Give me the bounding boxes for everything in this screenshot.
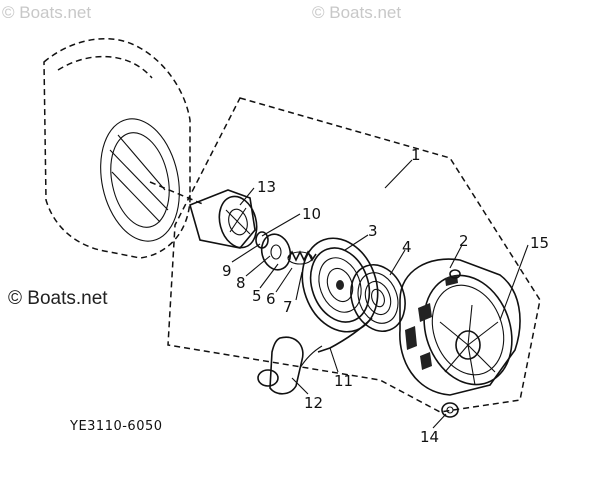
- callout-8: 8: [236, 274, 246, 292]
- part-2-starter-case: [399, 258, 521, 396]
- callout-5: 5: [252, 287, 262, 305]
- callout-13: 13: [257, 178, 276, 196]
- callout-15: 15: [530, 234, 549, 252]
- leader-lines: [231, 159, 529, 429]
- callout-12: 12: [304, 394, 323, 412]
- part-3-pulley: [301, 237, 379, 333]
- callout-3: 3: [368, 222, 378, 240]
- part-12-starter-handle: [257, 336, 304, 395]
- part-11-starter-rope: [299, 317, 373, 369]
- callout-14: 14: [420, 428, 439, 446]
- engine-shroud: [43, 37, 206, 259]
- watermark-top-right: © Boats.net: [312, 3, 401, 22]
- callout-7: 7: [283, 298, 293, 316]
- part-4-recoil-spring: [350, 264, 406, 332]
- callout-1: 1: [411, 146, 421, 164]
- part-13-drive-plate: [189, 189, 258, 249]
- callout-11: 11: [334, 372, 353, 390]
- callout-4: 4: [402, 238, 412, 256]
- watermark-middle-left: © Boats.net: [8, 288, 108, 309]
- part-7-spring: [287, 250, 317, 265]
- callout-6: 6: [266, 290, 276, 308]
- assembly-outline: [167, 97, 541, 413]
- part-8-pawl-plate: [260, 233, 292, 271]
- callout-9: 9: [222, 262, 232, 280]
- diagram-code: YE3110-6050: [69, 419, 163, 434]
- callout-labels: 1 2 3 4 5 6 7 8 9 10 11 12 13 14 15: [222, 146, 549, 446]
- callout-2: 2: [459, 232, 469, 250]
- part-14-bolt: [441, 402, 459, 418]
- watermark-top-left: © Boats.net: [2, 3, 91, 22]
- callout-10: 10: [302, 205, 321, 223]
